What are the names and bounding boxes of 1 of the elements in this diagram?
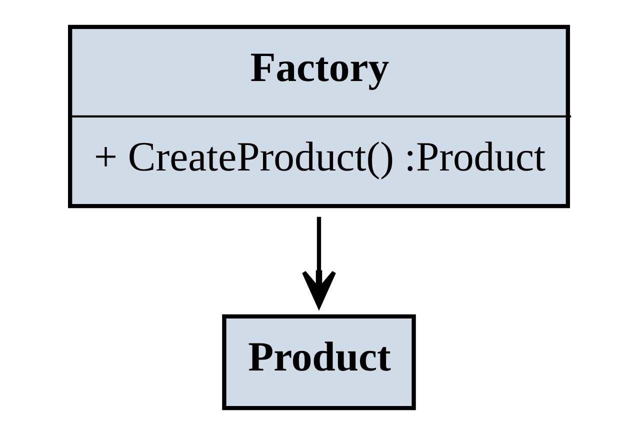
arrow — [302, 216, 336, 308]
